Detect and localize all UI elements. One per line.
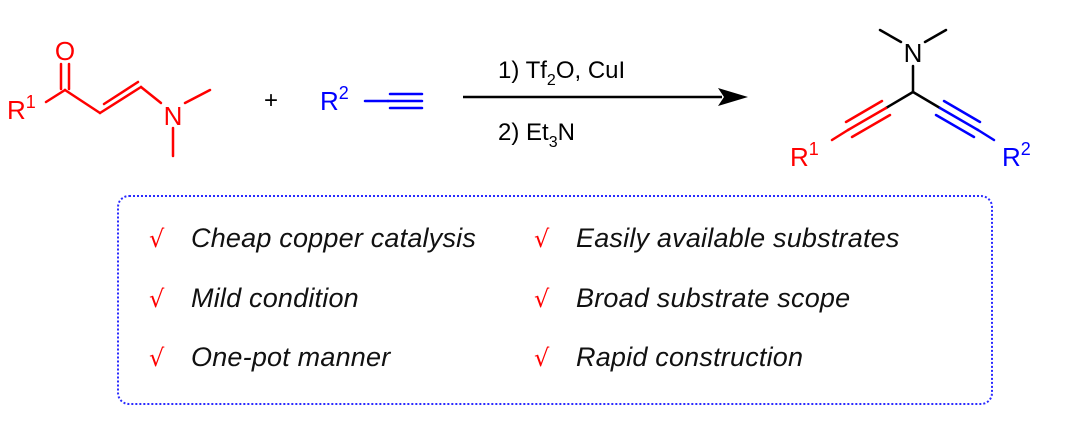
diyne-product: N R1 R2 (790, 28, 1031, 172)
reaction-scheme: O R1 N + R2 1) Tf2O, CuI 2) Et3N (7, 28, 1031, 172)
feature-item: √ Cheap copper catalysis (149, 223, 476, 254)
enaminone-r1-label: R1 (7, 92, 36, 125)
alkyne-r2-label: R2 (320, 83, 349, 116)
condition-step-2: 2) Et3N (498, 119, 575, 151)
enaminone-oxygen-label: O (55, 36, 75, 66)
check-icon: √ (149, 344, 165, 372)
check-icon: √ (534, 225, 550, 253)
enaminone-nitrogen-label: N (164, 101, 183, 131)
feature-item: √ Broad substrate scope (534, 283, 850, 314)
check-icon: √ (534, 344, 550, 372)
feature-text: Rapid construction (576, 342, 804, 372)
alkyne-reactant: R2 (320, 83, 424, 116)
product-r1-label: R1 (790, 139, 819, 172)
feature-text: One-pot manner (191, 342, 391, 372)
check-icon: √ (149, 225, 165, 253)
feature-item: √ Easily available substrates (534, 223, 900, 254)
feature-text: Cheap copper catalysis (191, 223, 477, 253)
feature-text: Mild condition (191, 283, 359, 313)
feature-text: Broad substrate scope (576, 283, 851, 313)
check-icon: √ (534, 285, 550, 313)
condition-step-1: 1) Tf2O, CuI (498, 57, 625, 89)
plus-sign: + (264, 87, 278, 114)
product-nitrogen-label: N (904, 38, 923, 68)
product-r2-label: R2 (1002, 139, 1031, 172)
feature-item: √ One-pot manner (149, 342, 390, 373)
check-icon: √ (149, 285, 165, 313)
reaction-arrow (463, 88, 748, 106)
enaminone-reactant: O R1 N (7, 36, 212, 158)
features-box: √ Cheap copper catalysis √ Easily availa… (117, 195, 993, 405)
feature-item: √ Rapid construction (534, 342, 803, 373)
feature-item: √ Mild condition (149, 283, 359, 314)
feature-text: Easily available substrates (576, 223, 900, 253)
